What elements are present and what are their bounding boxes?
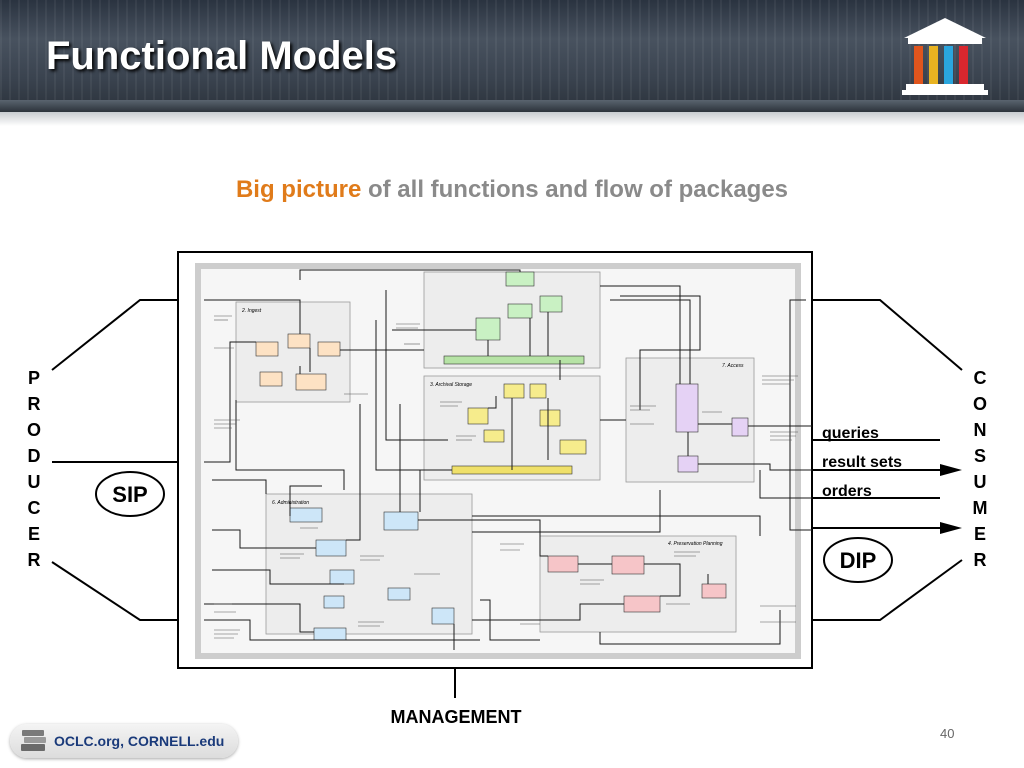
result-sets-label: result sets [822,454,902,471]
diagram-flow-lines [204,269,812,650]
preservation-planning-panel: 4. Preservation Planning [539,535,737,633]
administration-panel: 6. Administration [265,493,473,641]
footer-text: OCLC.org, CORNELL.edu [54,733,225,749]
library-logo-icon [902,18,988,95]
consumer-arrowheads [940,464,962,534]
consumer-letter: E [974,524,986,544]
footer-pill [10,724,238,758]
consumer-letter: N [974,420,987,440]
administration-title: 6. Administration [272,500,309,506]
header-band [0,100,1024,112]
consumer-letter: R [974,550,987,570]
ingest-title: 2. Ingest [241,308,262,314]
consumer-label: C O N S U M E R [973,368,988,570]
producer-letter: C [28,498,41,518]
consumer-letter: C [974,368,987,388]
data-mgmt-panel [423,271,601,369]
diagram-fine-print [214,315,798,639]
books-icon [21,730,46,751]
queries-label: queries [822,425,879,442]
access-title: 7. Access [722,363,744,369]
preservation-planning-title: 4. Preservation Planning [668,541,723,547]
producer-letter: E [28,524,40,544]
oais-functional-diagram: SIP DIP P R O D U C E R C O N S U M E R … [27,251,988,727]
producer-letter: O [27,420,41,440]
page-number: 40 [940,726,955,741]
archival-storage-title: 3. Archival Storage [430,382,472,388]
subtitle-highlight: Big picture [235,176,362,203]
sip-ellipse [95,471,165,517]
slide-subtitle: Big picture of all functions and flow of… [0,176,1024,204]
producer-letter: U [28,472,41,492]
header-banner [0,0,1024,112]
producer-letter: R [28,550,41,570]
producer-letter: D [28,446,41,466]
header-shine [0,112,1024,126]
slide-title: Functional Models [46,34,398,78]
consumer-letter: M [973,498,988,518]
dip-label: DIP [840,548,877,573]
producer-label: P R O D U C E R [27,368,41,570]
management-label: MANAGEMENT [391,707,522,727]
consumer-arrows [812,299,963,621]
consumer-letter: O [973,394,987,414]
sip-label: SIP [112,482,147,507]
subtitle-rest: of all functions and flow of packages [361,176,789,203]
producer-letter: R [28,394,41,414]
ingest-panel: 2. Ingest [235,301,351,403]
dip-ellipse [823,537,893,583]
orders-label: orders [822,483,872,500]
consumer-letter: S [974,446,986,466]
consumer-letter: U [974,472,987,492]
producer-letter: P [28,368,40,388]
